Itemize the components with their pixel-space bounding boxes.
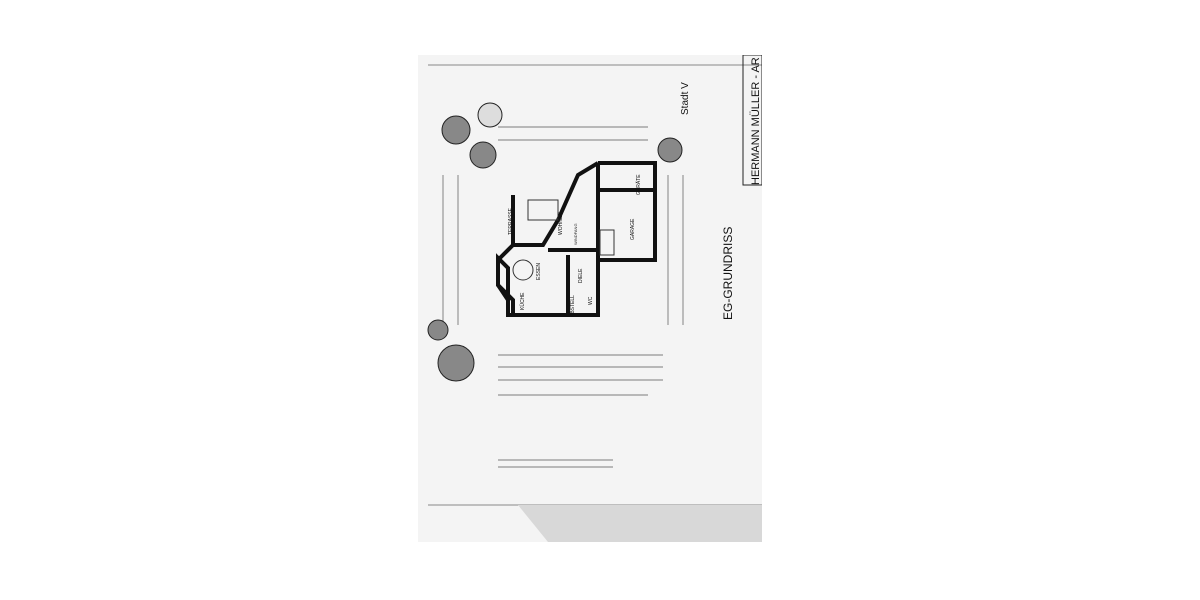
floor-plan-scan: HERMANN MÜLLER - AR Stadt V EG-GRUNDRISS… — [418, 55, 762, 542]
drawing-title: EG-GRUNDRISS — [721, 226, 735, 320]
floor-plan-drawing — [427, 55, 762, 542]
walls — [496, 161, 657, 317]
title-frame — [742, 55, 762, 186]
room-label: WOHNEN — [558, 212, 564, 235]
room-label: GARAGE — [630, 218, 636, 240]
furniture — [512, 199, 615, 281]
city-label: Stadt V — [680, 82, 691, 115]
dimension-lines — [442, 126, 684, 468]
room-label: DIELE — [578, 268, 584, 283]
room-label: ESSEN — [536, 263, 542, 280]
room-label: ABSTELL — [570, 295, 576, 317]
room-label: GERÄTE — [636, 174, 642, 195]
room-label: WC — [588, 296, 594, 305]
room-label: KÜCHE — [520, 292, 526, 310]
architect-name: HERMANN MÜLLER - AR — [750, 57, 762, 185]
room-label: WINDFANG — [573, 223, 578, 245]
trees — [427, 102, 683, 382]
scan-shadow — [518, 505, 762, 542]
room-label: TERRASSE — [508, 208, 514, 235]
